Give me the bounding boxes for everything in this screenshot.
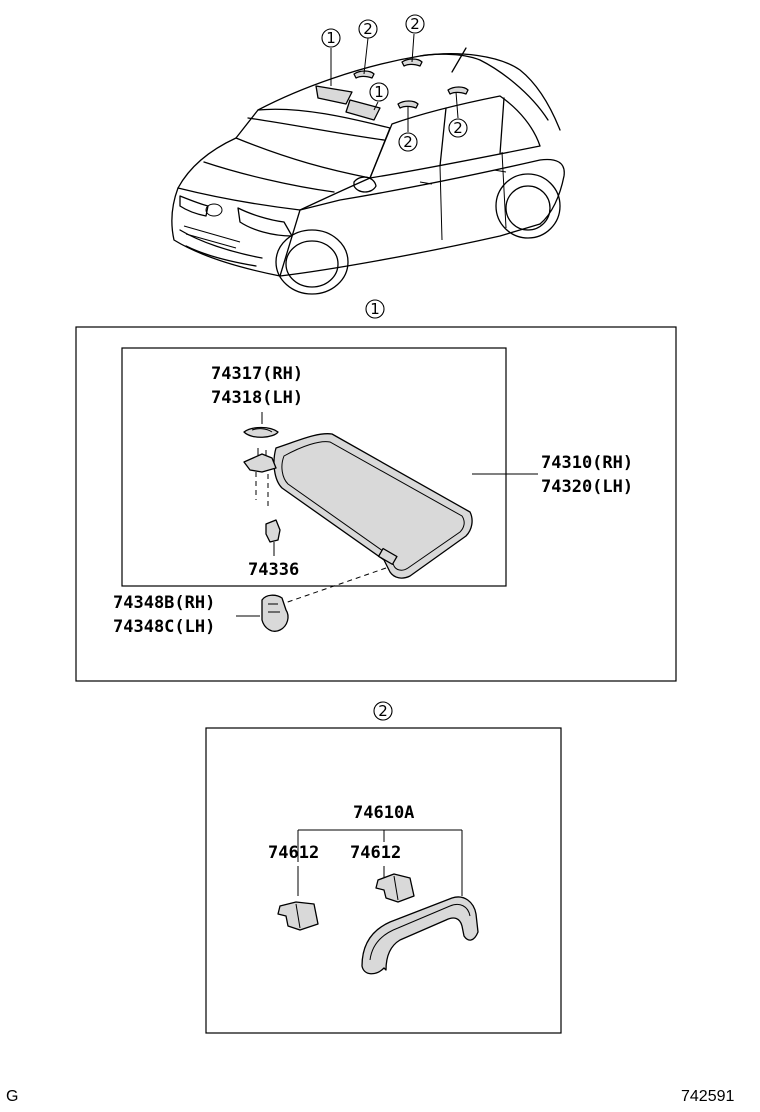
part-74612-right: 74612 (350, 843, 401, 863)
part-74317-rh: 74317(RH) (211, 364, 303, 384)
section-sun-visor: 1 74317(RH) 74318(LH) 74336 74310(RH) 74… (75, 299, 677, 682)
callout-2-d: 2 (453, 119, 463, 137)
part-74320-lh: 74320(LH) (541, 477, 633, 497)
part-74310-rh: 74310(RH) (541, 453, 633, 473)
section-1-inner-box (121, 347, 507, 587)
visor-clip (265, 519, 281, 543)
callout-2-a: 2 (363, 20, 373, 38)
section-assist-grip: 2 74610A 74612 74612 (205, 701, 562, 1034)
part-74348b-rh: 74348B(RH) (113, 593, 215, 613)
part-74610a: 74610A (353, 803, 414, 823)
section-1-callout: 1 (370, 300, 380, 318)
grip-cap-right (375, 873, 415, 903)
callout-2-c: 2 (403, 133, 413, 151)
part-74318-lh: 74318(LH) (211, 388, 303, 408)
part-74348c-lh: 74348C(LH) (113, 617, 215, 637)
section-2-box (205, 727, 562, 1034)
sun-visor (273, 433, 473, 579)
part-74336: 74336 (248, 560, 299, 580)
callout-1-a: 1 (326, 29, 336, 47)
assist-grip (361, 896, 479, 975)
visor-hook (261, 594, 289, 632)
callout-1-b: 1 (374, 83, 384, 101)
car-illustration (171, 33, 565, 295)
callout-2-b: 2 (410, 15, 420, 33)
visor-pivot (243, 453, 277, 473)
part-74612-left: 74612 (268, 843, 319, 863)
footer-right-code: 742591 (681, 1088, 734, 1105)
car-callouts: 1 2 2 1 2 2 (321, 14, 468, 152)
footer-left-code: G (6, 1088, 18, 1105)
section-1-outer-box (75, 326, 677, 682)
section-2-callout: 2 (378, 702, 388, 720)
